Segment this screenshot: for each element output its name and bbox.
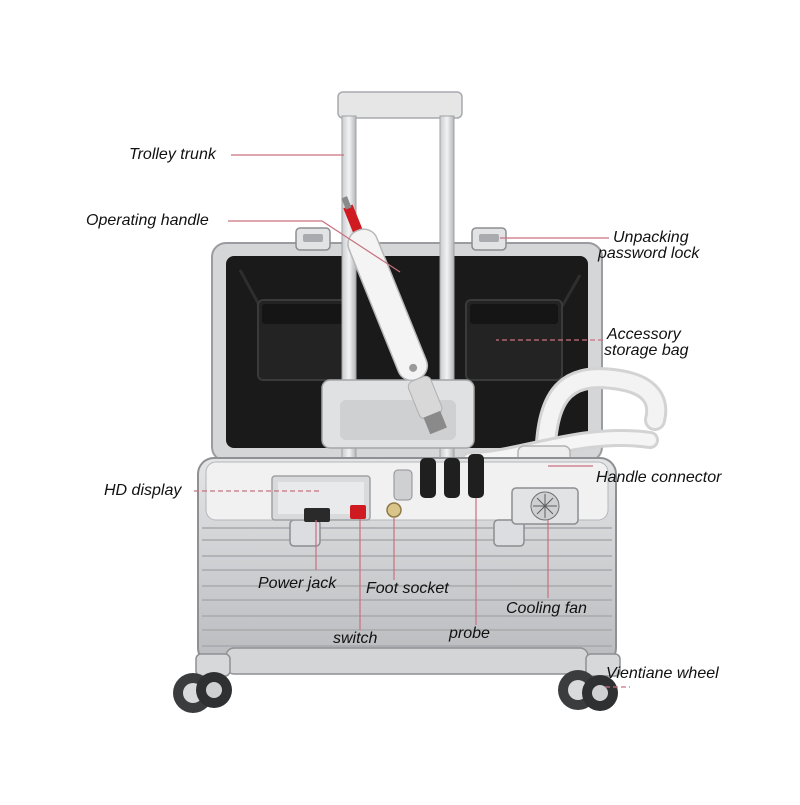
probe-sockets	[393, 454, 484, 501]
label-accessory-line1: Accessory	[607, 326, 681, 343]
leader-lines	[194, 154, 630, 688]
label-unpacking-line1: Unpacking	[613, 229, 689, 246]
label-operating-handle: Operating handle	[86, 212, 209, 229]
label-unpacking-password-lock: Unpacking password lock	[598, 229, 699, 262]
label-probe: probe	[449, 625, 490, 642]
wheel-icon	[173, 653, 621, 713]
label-hd-display: HD display	[104, 482, 182, 499]
handpiece-icon	[341, 196, 447, 435]
power-jack-icon	[304, 508, 330, 522]
leader-operating-handle	[228, 220, 401, 273]
label-cooling-fan: Cooling fan	[506, 600, 587, 617]
lock-icon	[295, 227, 507, 251]
cooling-fan-icon	[511, 487, 579, 525]
label-switch: switch	[333, 630, 378, 647]
label-handle-connector: Handle connector	[596, 469, 722, 486]
label-accessory-line2: storage bag	[604, 342, 689, 359]
label-power-jack: Power jack	[258, 575, 337, 592]
label-foot-socket: Foot socket	[366, 580, 449, 597]
label-trolley-trunk: Trolley trunk	[129, 146, 216, 163]
switch-icon	[350, 505, 366, 519]
label-unpacking-line2: password lock	[598, 245, 700, 262]
foot-socket-icon	[386, 502, 402, 518]
label-vientiane-wheel: Vientiane wheel	[606, 665, 719, 682]
label-accessory-storage-bag: Accessory storage bag	[604, 326, 689, 359]
